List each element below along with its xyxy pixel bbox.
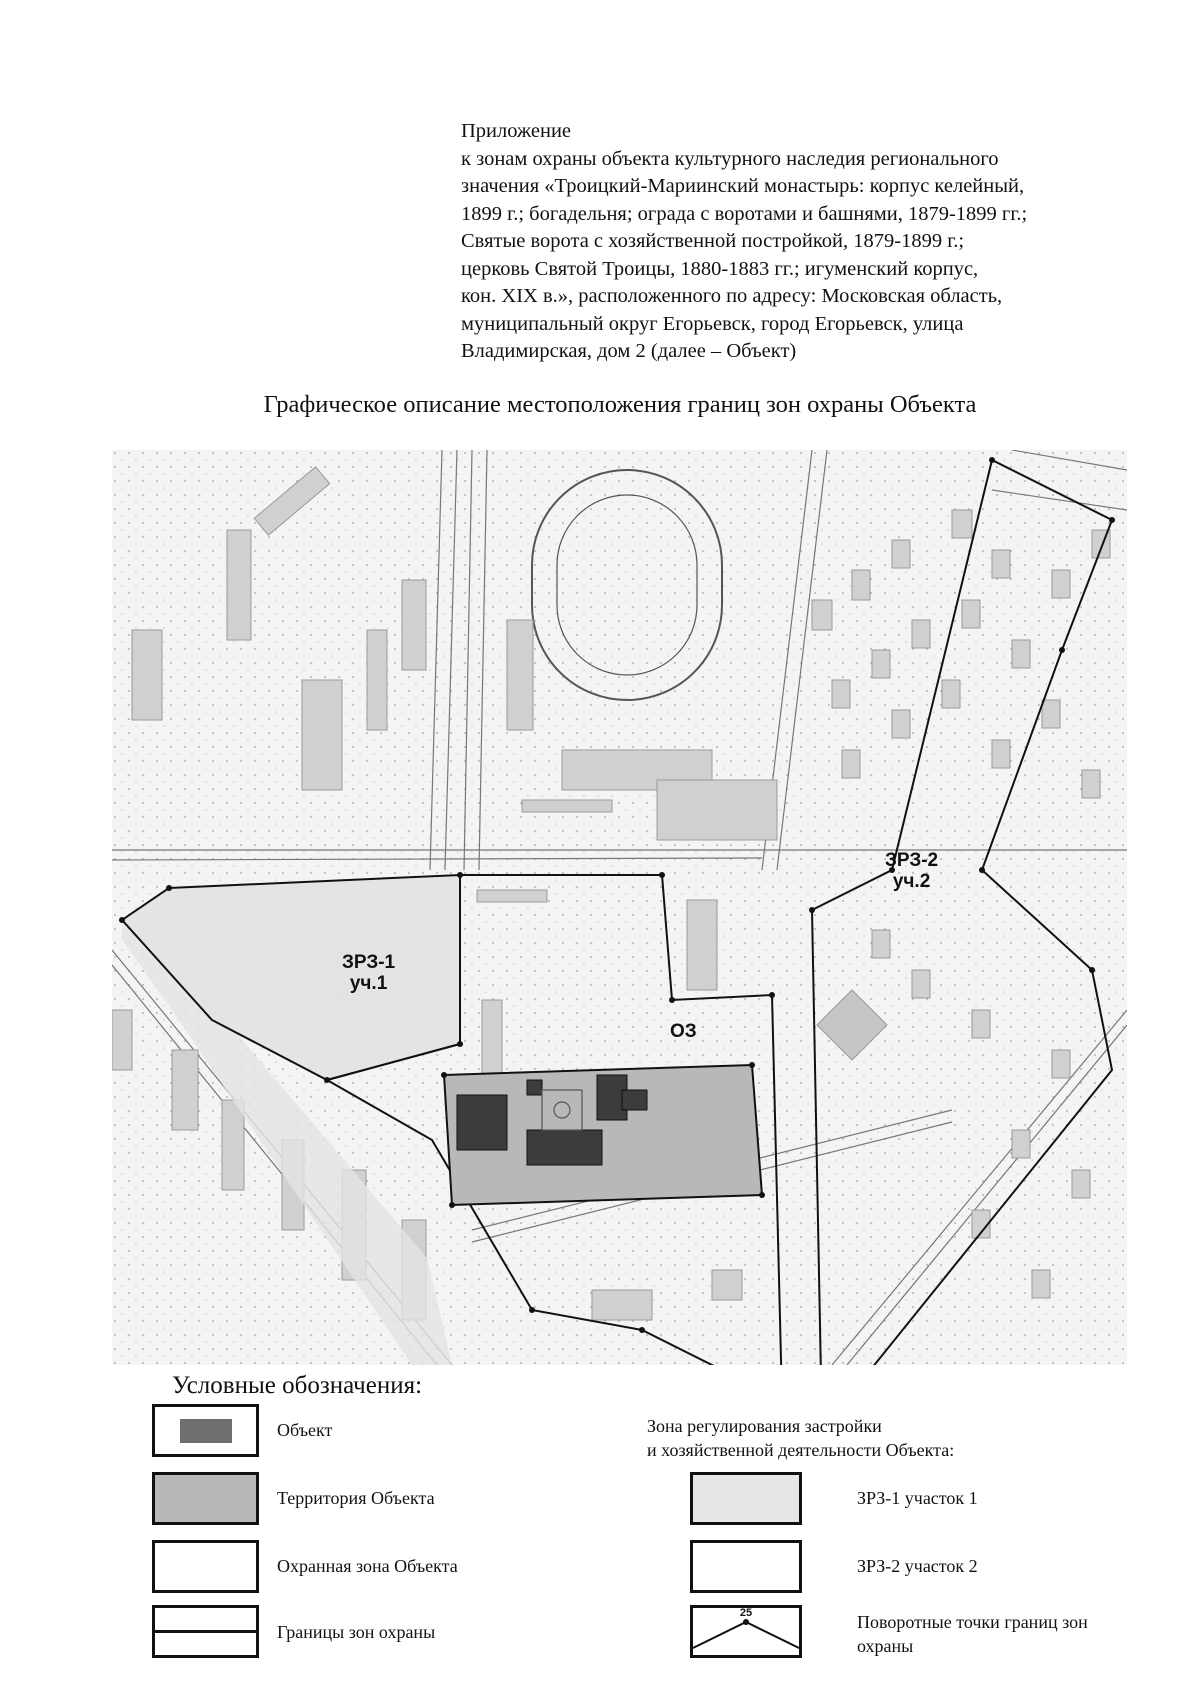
boundary-line-sample	[155, 1630, 256, 1633]
oz-label: ОЗ	[670, 1021, 697, 1042]
zrz1-label: ЗРЗ-1 уч.1	[342, 952, 396, 994]
header-line: Святые ворота с хозяйственной постройкой…	[461, 230, 965, 252]
header-line: церковь Святой Троицы, 1880-1883 гг.; иг…	[461, 257, 979, 280]
legend-zrz2-label: ЗРЗ-2 участок 2	[857, 1556, 978, 1576]
turning-points	[119, 457, 1115, 1333]
turning-point-number: 25	[739, 1607, 753, 1619]
diamond-feature	[816, 989, 888, 1061]
legend-territory-label: Территория Объекта	[277, 1488, 435, 1508]
map-drawing	[112, 450, 1127, 1365]
legend-turning-points-label: Поворотные точки границ зон охраны	[857, 1612, 1088, 1656]
appendix-header: Приложение к зонам охраны объекта культу…	[461, 118, 1161, 366]
legend-object-swatch	[152, 1404, 259, 1457]
zone-map: ЗРЗ-1 уч.1 ЗРЗ-2 уч.2 ОЗ	[112, 450, 1127, 1365]
page-title: Графическое описание местоположения гран…	[263, 391, 977, 418]
header-line: Владимирская, дом 2 (далее – Объект)	[461, 340, 797, 362]
turning-point-sample	[693, 1619, 799, 1649]
header-line: значения «Троицкий-Мариинский монастырь:…	[461, 175, 1025, 197]
object-cloister	[541, 1089, 583, 1131]
object-buildings	[456, 1074, 648, 1166]
header-line: Приложение	[461, 120, 572, 142]
header-line: к зонам охраны объекта культурного насле…	[461, 147, 999, 170]
legend-turning-points-swatch: 25	[690, 1605, 802, 1658]
header-line: муниципальный округ Егорьевск, город Его…	[461, 312, 964, 335]
header-line: 1899 г.; богадельня; ограда с воротами и…	[461, 202, 1028, 225]
zrz2-label: ЗРЗ-2 уч.2	[885, 850, 939, 892]
zrz2-zone-border	[810, 458, 1114, 1365]
object-fill-sample	[180, 1419, 232, 1443]
legend-protection-zone-swatch	[152, 1540, 259, 1593]
legend-zrz1-label: ЗРЗ-1 участок 1	[857, 1488, 978, 1508]
legend-zrz1-swatch	[690, 1472, 802, 1525]
legend-boundaries-label: Границы зон охраны	[277, 1622, 436, 1642]
legend-object-label: Объект	[277, 1420, 333, 1440]
legend-boundaries-swatch	[152, 1605, 259, 1658]
legend-title: Условные обозначения:	[172, 1372, 423, 1399]
header-line: кон. XIX в.», расположенного по адресу: …	[461, 285, 1003, 307]
legend-territory-swatch	[152, 1472, 259, 1525]
legend-zrz2-swatch	[690, 1540, 802, 1593]
legend-subtitle: Зона регулирования застройки и хозяйстве…	[647, 1416, 955, 1460]
stadium	[531, 469, 723, 701]
legend-protection-zone-label: Охранная зона Объекта	[277, 1556, 458, 1576]
